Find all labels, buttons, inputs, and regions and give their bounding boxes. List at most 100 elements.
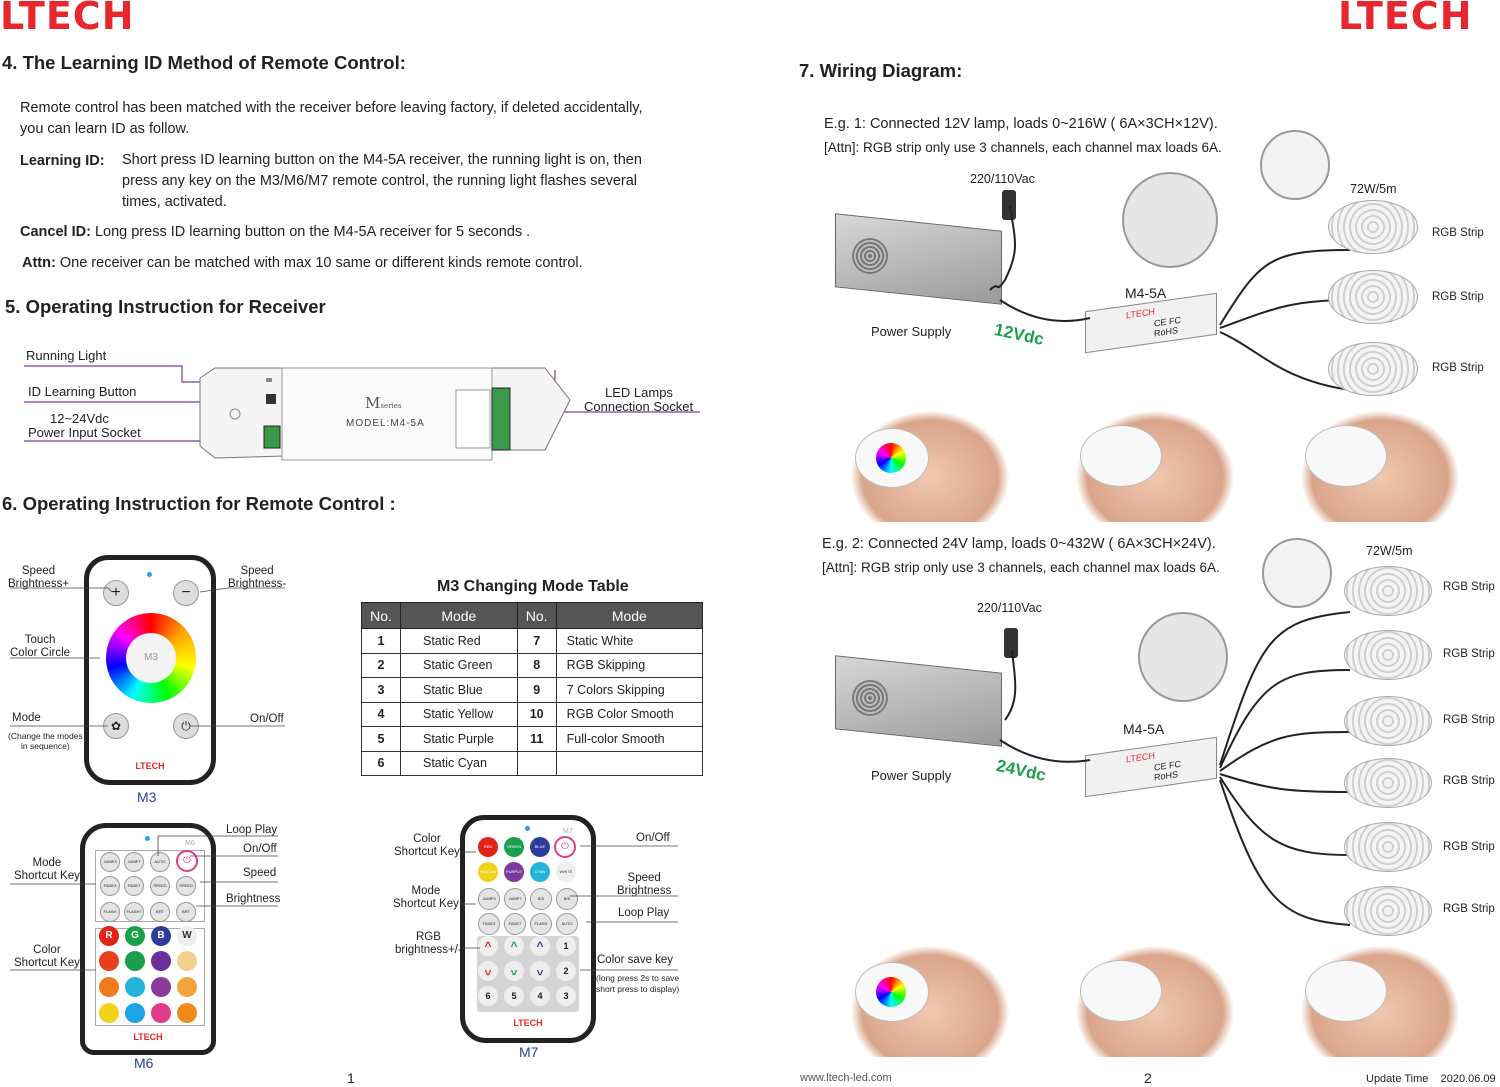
m7-mode-key[interactable]: B/S — [530, 888, 552, 910]
m6-mode-key[interactable]: SPEED — [176, 876, 196, 896]
m7-brightness-up-key[interactable]: ^ — [478, 936, 498, 956]
m6-label-loop: Loop Play — [226, 824, 278, 836]
m3-color-circle[interactable]: M3 — [106, 613, 196, 703]
m7-color-shortcut-key[interactable]: YELLOW — [478, 862, 498, 882]
mode-table-header: No. Mode No. Mode — [361, 602, 704, 629]
m6-color-key[interactable] — [125, 977, 145, 997]
m6-color-key[interactable] — [151, 951, 171, 971]
cancel-line: Cancel ID: Long press ID learning button… — [20, 222, 530, 243]
m7-color-save-key[interactable]: 2 — [556, 961, 576, 981]
m7-mode-key[interactable]: FLASH — [530, 913, 552, 935]
m7-color-shortcut-key[interactable]: PURPLE — [504, 862, 524, 882]
m6-mode-key[interactable]: AUTO — [150, 852, 170, 872]
m6-mode-key[interactable]: JUMP7 — [124, 852, 144, 872]
cancel-label: Cancel ID: — [20, 224, 91, 240]
receiver-diagram — [24, 365, 700, 461]
cell: Static Yellow — [400, 701, 518, 727]
m6-mode-key[interactable]: FLASH7 — [124, 902, 144, 922]
m7-color-shortcut-key[interactable]: RED — [478, 837, 498, 857]
m6-mode-key[interactable]: FADE7 — [124, 876, 144, 896]
m6-color-key[interactable] — [177, 977, 197, 997]
label-power-2: Power Input Socket — [28, 425, 141, 440]
m6-color-key[interactable] — [99, 951, 119, 971]
mode-table-title: M3 Changing Mode Table — [437, 578, 629, 595]
m3-brand: LTECH — [135, 761, 165, 771]
m6-mode-key[interactable]: BRT — [176, 902, 196, 922]
wiring-lines — [989, 205, 1351, 926]
m6-color-key[interactable] — [151, 1003, 171, 1023]
m6-color-key[interactable] — [99, 977, 119, 997]
m7-mode-key[interactable]: FADE3 — [478, 913, 500, 935]
m6-rgbw-key[interactable]: G — [125, 926, 145, 946]
eg1-strip-label-3: RGB Strip — [1432, 362, 1484, 374]
m7-color-save-key[interactable]: 1 — [556, 936, 576, 956]
cell: 4 — [361, 701, 401, 727]
m7-label-save: Color save key — [597, 954, 674, 966]
eg2-zoom-terminal — [1138, 612, 1228, 702]
m6-color-key[interactable] — [99, 1003, 119, 1023]
m7-brightness-up-key[interactable]: ^ — [504, 936, 524, 956]
m6-color-key[interactable] — [125, 1003, 145, 1023]
eg1-receiver-label: M4-5A — [1125, 285, 1167, 301]
m6-mode-key[interactable]: FLASH — [100, 902, 120, 922]
m6-label-speed: Speed — [243, 867, 277, 879]
m6-mode-key[interactable]: BRT — [150, 902, 170, 922]
m7-color-shortcut-key[interactable]: WHITE — [556, 862, 576, 882]
m7-brightness-up-key[interactable]: ^ — [530, 936, 550, 956]
m7-color-save-key[interactable]: 5 — [504, 986, 524, 1006]
m6-power-button[interactable]: ⏻ — [176, 850, 198, 872]
m7-mode-key[interactable]: FADE7 — [504, 913, 526, 935]
m7-color-shortcut-key[interactable]: CYAN — [530, 862, 550, 882]
eg1-line-1: E.g. 1: Connected 12V lamp, loads 0~216W… — [824, 116, 1218, 132]
m7-mode-key[interactable]: JUMP3 — [478, 888, 500, 910]
m6-mode-key[interactable]: JUMP3 — [100, 852, 120, 872]
m7-mode-key[interactable]: JUMP7 — [504, 888, 526, 910]
m7-mode-key[interactable]: B/S — [556, 888, 578, 910]
m6-mode-key[interactable]: SPEED — [150, 876, 170, 896]
cell: Static Red — [400, 628, 518, 654]
m6-color-key[interactable] — [177, 951, 197, 971]
cell: Full-color Smooth — [555, 726, 704, 752]
eg1-plug-icon — [1002, 190, 1016, 220]
photo-remote-m3-2 — [855, 962, 929, 1022]
page-number-1: 1 — [347, 1070, 355, 1086]
cell — [555, 750, 704, 776]
label-led-2: Connection Socket — [584, 399, 694, 414]
m3-minus-button[interactable]: − — [173, 580, 199, 606]
m7-mode-key[interactable]: AUTO — [556, 913, 578, 935]
m7-color-save-key[interactable]: 3 — [556, 986, 576, 1006]
m6-label-onoff: On/Off — [243, 843, 277, 855]
m6-mode-keys[interactable] — [95, 850, 205, 922]
eg1-fan — [852, 238, 888, 274]
m6-led — [145, 836, 150, 841]
m7-color-save-key[interactable]: 4 — [530, 986, 550, 1006]
m7-color-shortcut-key[interactable]: GREEN — [504, 837, 524, 857]
m7-color-shortcut-key[interactable]: BLUE — [530, 837, 550, 857]
eg2-strip-label-1: RGB Strip — [1443, 581, 1495, 593]
m6-rgbw-key[interactable]: B — [151, 926, 171, 946]
m3-plus-button[interactable]: + — [103, 580, 129, 606]
m7-color-save-key[interactable]: 6 — [478, 986, 498, 1006]
learn-line-1: Short press ID learning button on the M4… — [122, 152, 642, 168]
m3-label-mode: Mode — [12, 712, 41, 724]
attn-line: Attn: One receiver can be matched with m… — [22, 253, 583, 274]
attn-text: One receiver can be matched with max 10 … — [59, 255, 583, 271]
eg2-plug-icon — [1004, 628, 1018, 658]
m6-rgbw-key[interactable]: R — [99, 926, 119, 946]
m6-rgbw-key[interactable]: W — [177, 926, 197, 946]
m6-color-key[interactable] — [151, 977, 171, 997]
m6-color-key[interactable] — [177, 1003, 197, 1023]
m7-power-button[interactable]: ⏻ — [554, 836, 576, 858]
footer-url: www.ltech-led.com — [800, 1072, 892, 1084]
eg2-strip-3 — [1344, 696, 1432, 746]
header-no-2: No. — [516, 602, 557, 629]
m6-color-keys[interactable] — [95, 928, 205, 1026]
m6-color-key[interactable] — [125, 951, 145, 971]
eg1-strip-3 — [1328, 342, 1418, 396]
eg1-strip-1 — [1328, 200, 1418, 254]
m6-mode-key[interactable]: FADE3 — [100, 876, 120, 896]
